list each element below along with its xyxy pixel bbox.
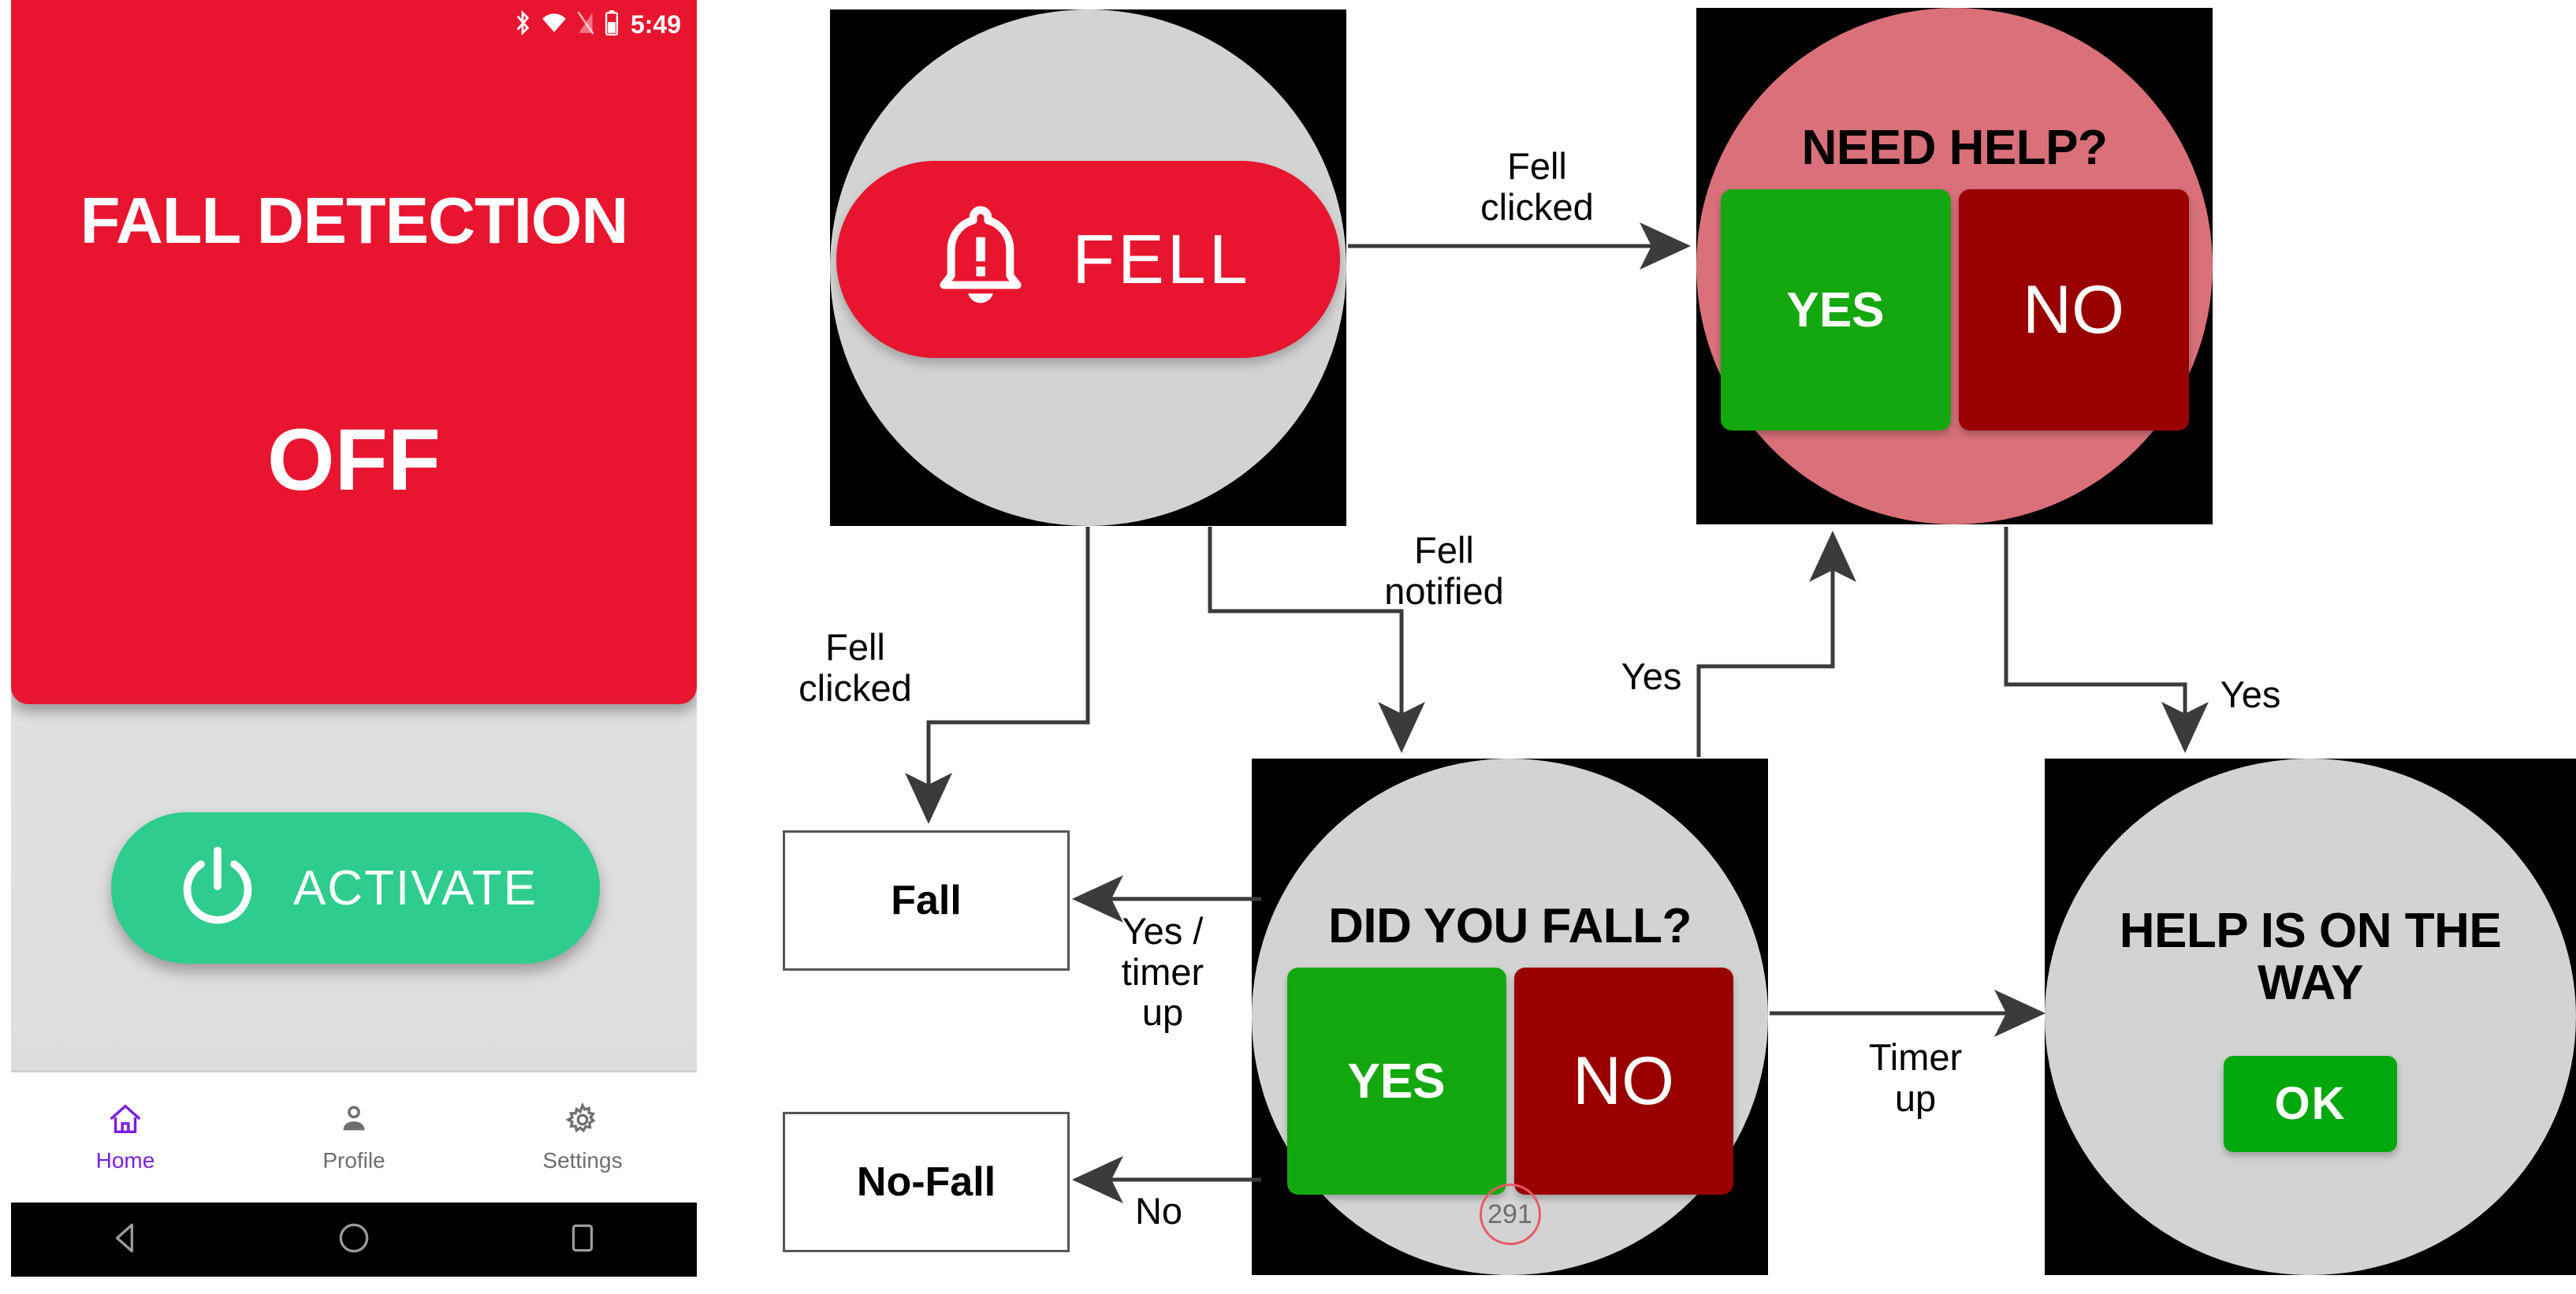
nav-item-home[interactable]: Home	[11, 1072, 240, 1203]
need-help-no-button[interactable]: NO	[1958, 189, 2189, 431]
no-sim-icon	[575, 9, 596, 40]
phone-screen: 5:49 FALL DETECTION OFF ACTIVATE Home	[11, 0, 697, 1203]
edge-label-yes-or-timer-up: Yes / timer up	[1121, 910, 1204, 1034]
home-icon	[107, 1102, 143, 1142]
person-icon	[336, 1102, 372, 1142]
nav-item-settings[interactable]: Settings	[468, 1072, 697, 1203]
app-title: FALL DETECTION	[80, 184, 629, 257]
activate-button-label: ACTIVATE	[293, 860, 538, 915]
did-you-fall-answer-row: YES NO	[1286, 968, 1733, 1195]
edge-label-timer-up: Timer up	[1868, 1036, 1963, 1119]
edge-label-yes-to-help-on-way: Yes	[2220, 673, 2281, 715]
edge-label-fell-notified: Fell notified	[1384, 529, 1504, 612]
need-help-answer-row: YES NO	[1720, 189, 2189, 431]
nav-item-settings-label: Settings	[542, 1148, 623, 1173]
help-on-the-way-watch-screen: HELP IS ON THE WAY OK	[2045, 759, 2576, 1275]
home-circle-icon[interactable]	[334, 1218, 374, 1262]
fell-button[interactable]: FELL	[836, 161, 1340, 358]
recents-square-icon[interactable]	[563, 1218, 602, 1262]
android-system-navigation	[11, 1203, 697, 1277]
need-help-title: NEED HELP?	[1801, 120, 2108, 175]
android-status-bar: 5:49	[11, 0, 697, 49]
arrow-yes-to-help-on-way	[2004, 527, 2209, 753]
activate-button[interactable]: ACTIVATE	[111, 812, 600, 964]
did-you-fall-watch-screen: DID YOU FALL? YES NO 291	[1252, 759, 1768, 1275]
did-you-fall-title: DID YOU FALL?	[1328, 898, 1692, 953]
need-help-watch-screen: NEED HELP? YES NO	[1696, 8, 2213, 524]
back-triangle-icon[interactable]	[106, 1218, 145, 1262]
fall-detection-card: 5:49 FALL DETECTION OFF	[11, 0, 697, 704]
did-you-fall-yes-button[interactable]: YES	[1286, 968, 1506, 1195]
watch-face: HELP IS ON THE WAY OK	[2045, 759, 2576, 1275]
help-on-the-way-title: HELP IS ON THE WAY	[2119, 904, 2502, 1010]
gear-icon	[564, 1102, 601, 1142]
wifi-icon	[541, 9, 568, 40]
did-you-fall-no-button[interactable]: NO	[1513, 968, 1733, 1195]
fell-watch-screen: FELL	[830, 9, 1346, 526]
status-bar-clock: 5:49	[630, 9, 681, 39]
watch-face: DID YOU FALL? YES NO 291	[1252, 759, 1768, 1275]
edge-label-fell-clicked-need-help: Fell clicked	[1480, 145, 1594, 228]
edge-label-no: No	[1134, 1190, 1183, 1232]
battery-icon	[604, 9, 620, 40]
bluetooth-icon	[512, 9, 533, 40]
watch-face: FELL	[830, 9, 1346, 526]
countdown-timer-badge: 291	[1479, 1184, 1541, 1245]
no-fall-state-box: No-Fall	[783, 1112, 1070, 1252]
bottom-navigation-bar: Home Profile Settings	[11, 1070, 697, 1203]
phone-mockup: 5:49 FALL DETECTION OFF ACTIVATE Home	[0, 0, 697, 1294]
alert-bell-icon	[925, 200, 1036, 319]
watch-face: NEED HELP? YES NO	[1696, 8, 2213, 524]
fall-state-box: Fall	[783, 830, 1070, 971]
help-ok-button[interactable]: OK	[2224, 1055, 2397, 1152]
arrow-fell-clicked-to-fall	[905, 527, 1090, 824]
nav-item-profile-label: Profile	[322, 1148, 385, 1173]
detection-status-value: OFF	[267, 412, 441, 509]
nav-item-home-label: Home	[95, 1148, 155, 1173]
fell-button-label: FELL	[1072, 220, 1251, 298]
nav-item-profile[interactable]: Profile	[240, 1072, 468, 1203]
need-help-yes-button[interactable]: YES	[1720, 189, 1951, 431]
power-icon	[173, 842, 262, 934]
edge-label-fell-clicked-fall: Fell clicked	[798, 626, 912, 709]
edge-label-yes-to-need-help: Yes	[1621, 655, 1682, 697]
arrow-yes-to-need-help	[1696, 531, 1856, 757]
